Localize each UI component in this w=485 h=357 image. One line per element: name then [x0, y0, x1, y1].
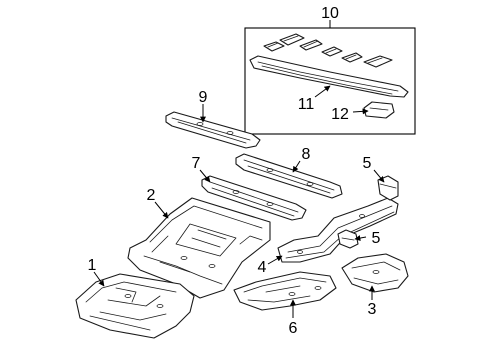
part-3-rear-panel	[341, 253, 409, 293]
part-1-floor-pan	[75, 273, 195, 339]
part-11-rail	[249, 55, 409, 98]
callout-2: 2	[147, 187, 156, 204]
part-5-bracket-upper	[377, 175, 399, 201]
leader-5a	[373, 169, 385, 183]
callout-4: 4	[258, 259, 267, 276]
part-4-side-rail	[277, 197, 399, 263]
leader-1	[93, 271, 105, 287]
part-7-crossmember	[201, 175, 307, 221]
inset-box-10	[244, 20, 416, 135]
part-12-bracket	[363, 101, 395, 119]
part-2-floor-pan	[127, 197, 271, 299]
leader-8	[292, 160, 301, 173]
inset-small-brackets	[263, 33, 393, 68]
callout-6: 6	[289, 320, 298, 337]
part-6-rear-floor	[233, 271, 337, 311]
part-5-bracket-lower	[337, 229, 359, 249]
leader-12	[352, 108, 369, 115]
callout-1: 1	[88, 257, 97, 274]
part-9-crossmember	[165, 111, 261, 149]
leader-11	[314, 85, 331, 98]
leader-7	[199, 169, 211, 183]
callout-3: 3	[368, 301, 377, 318]
callout-11: 11	[298, 96, 315, 113]
leader-4	[267, 255, 283, 265]
part-8-crossmember	[235, 153, 343, 199]
callout-9: 9	[199, 89, 208, 106]
callout-10: 10	[321, 5, 339, 22]
leader-5b	[354, 235, 367, 241]
callout-8: 8	[302, 146, 311, 163]
callout-7: 7	[192, 155, 201, 172]
callout-5b: 5	[372, 230, 381, 247]
callout-5a: 5	[363, 155, 372, 172]
callout-12: 12	[331, 106, 349, 123]
leader-2	[154, 201, 169, 219]
